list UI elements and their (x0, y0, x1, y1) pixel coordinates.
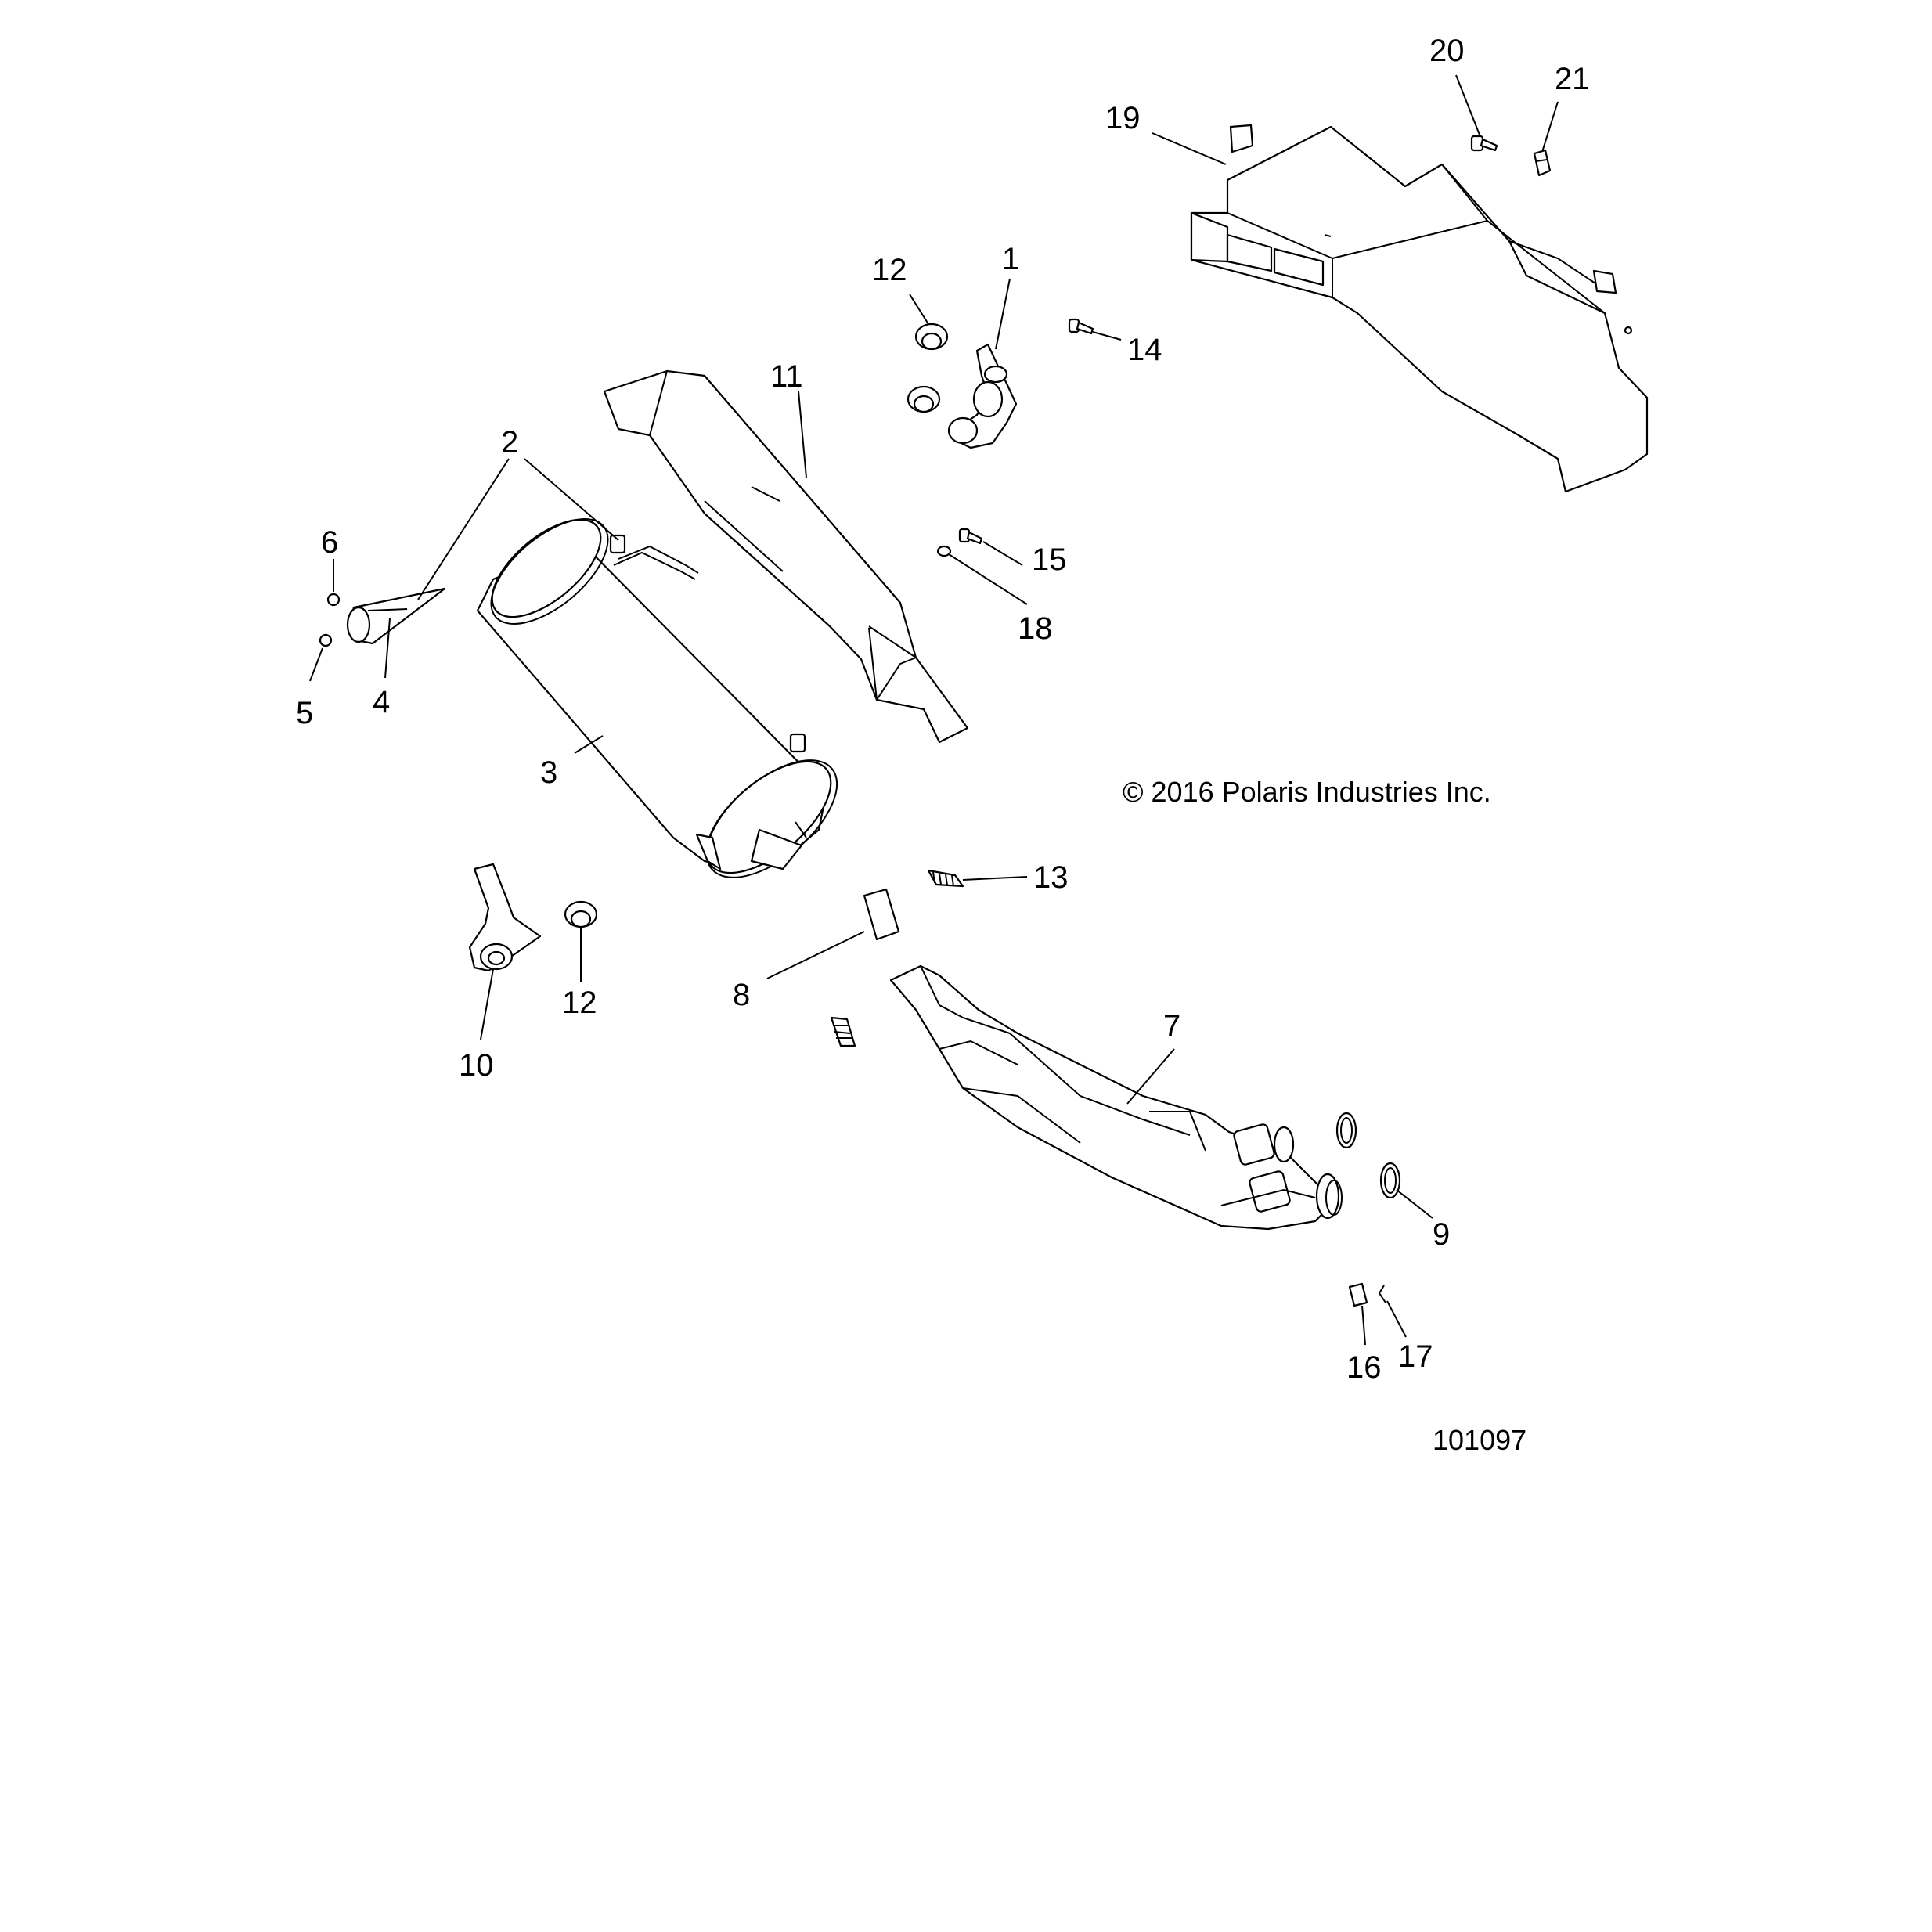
part-17-lock-washer (1378, 1285, 1386, 1303)
part-5-screw (319, 633, 333, 647)
callout-19: 19 (1105, 101, 1141, 135)
leader-lines (309, 74, 1559, 1346)
part-4-end-cap (346, 587, 446, 645)
part-19-heat-shield (1190, 124, 1649, 493)
callout-4: 4 (373, 685, 390, 719)
callout-17: 17 (1398, 1339, 1433, 1374)
part-16-nut (1348, 1282, 1368, 1307)
part-3-muffler (476, 518, 838, 878)
part-15-bolt (958, 528, 983, 545)
callout-12b: 12 (562, 986, 597, 1020)
part-12-grommet-lower (564, 900, 598, 928)
part-18-washer (936, 545, 952, 557)
drawing-number: 101097 (1433, 1424, 1526, 1456)
part-13-spring (927, 869, 964, 888)
callout-labels: 20 21 19 12 1 14 11 2 15 6 18 5 4 3 © 20… (296, 34, 1590, 1456)
part-13-spring-lower (830, 1016, 856, 1047)
callout-21: 21 (1555, 62, 1590, 96)
callout-20: 20 (1429, 34, 1465, 68)
callout-12: 12 (872, 253, 907, 287)
part-21-clip-nut (1533, 149, 1552, 177)
part-1-bracket (947, 343, 1018, 449)
callout-9: 9 (1433, 1217, 1450, 1252)
part-6-nut (326, 593, 341, 607)
part-14-bolt (1068, 318, 1094, 335)
callout-6: 6 (321, 525, 338, 560)
copyright-text: © 2016 Polaris Industries Inc. (1123, 776, 1491, 808)
callout-14: 14 (1127, 333, 1162, 367)
callout-2: 2 (501, 425, 518, 460)
callout-11: 11 (770, 359, 803, 394)
part-7-header-pipe (889, 964, 1343, 1231)
part-11-heat-shield (603, 369, 969, 744)
callout-10: 10 (459, 1048, 494, 1083)
callout-1: 1 (1002, 242, 1019, 276)
part-10-bracket (468, 863, 542, 972)
callout-18: 18 (1018, 611, 1053, 646)
callout-16: 16 (1346, 1350, 1382, 1385)
part-8-gasket (863, 888, 900, 941)
part-12-grommet-upper (907, 323, 949, 413)
part-20-bolt (1470, 135, 1498, 152)
callout-5: 5 (296, 696, 313, 730)
callout-15: 15 (1032, 542, 1067, 577)
callout-3: 3 (540, 755, 557, 790)
callout-8: 8 (733, 978, 750, 1012)
callout-13: 13 (1033, 860, 1069, 895)
part-9-gasket (1335, 1112, 1401, 1199)
callout-7: 7 (1163, 1009, 1180, 1043)
